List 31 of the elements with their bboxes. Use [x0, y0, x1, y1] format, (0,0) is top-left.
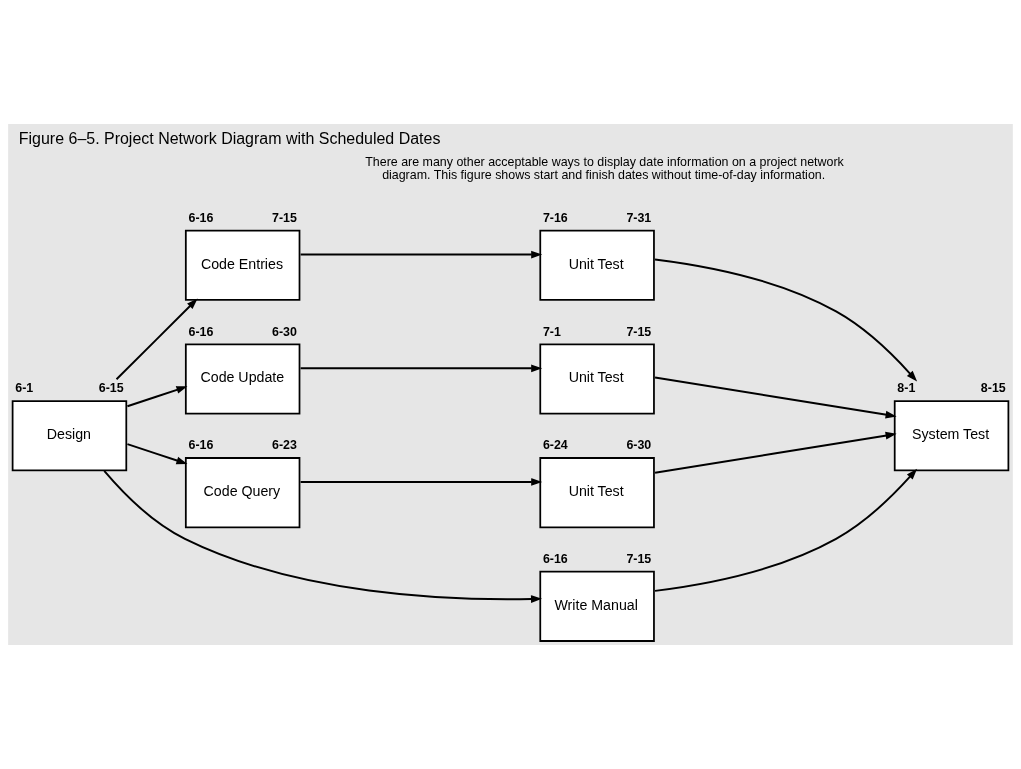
diagram-title: Figure 6–5. Project Network Diagram with Scheduled Dates — [18, 129, 441, 147]
node-label: 6-30 — [626, 438, 652, 453]
node-label: 7-16 — [542, 210, 568, 225]
caption: There are many other acceptable ways to display date information on a project network diagram. This figure shows start and finish dates without time-of-day information. — [365, 154, 844, 183]
node-label: 6-16 — [542, 552, 568, 567]
node-label: 6-16 — [188, 438, 214, 453]
node-label: 6-1 — [15, 381, 34, 396]
arrow — [654, 376, 897, 419]
node-label: 7-15 — [271, 210, 297, 225]
node-label: 7-15 — [626, 552, 652, 567]
node-label: 6-16 — [188, 210, 214, 225]
node-label: 7-31 — [626, 210, 652, 225]
arrow — [126, 443, 188, 465]
arrow — [115, 298, 198, 381]
arrow — [299, 364, 543, 373]
arrow — [654, 258, 918, 382]
node-label: 6-24 — [542, 438, 568, 453]
arrow — [126, 386, 188, 408]
node-label: 6-30 — [271, 324, 297, 339]
node-label: 6-23 — [271, 438, 297, 453]
node-label: 6-16 — [188, 324, 214, 339]
arrow — [299, 478, 543, 486]
node-label: 7-1 — [542, 324, 561, 339]
arrow — [654, 431, 897, 474]
node-label: 6-15 — [98, 381, 124, 396]
node-label: 7-15 — [626, 324, 652, 339]
node-label: 8-15 — [980, 381, 1006, 396]
arrow — [103, 469, 542, 603]
node-label: 8-1 — [897, 381, 916, 396]
arrow — [654, 468, 918, 592]
arrow — [299, 250, 543, 259]
